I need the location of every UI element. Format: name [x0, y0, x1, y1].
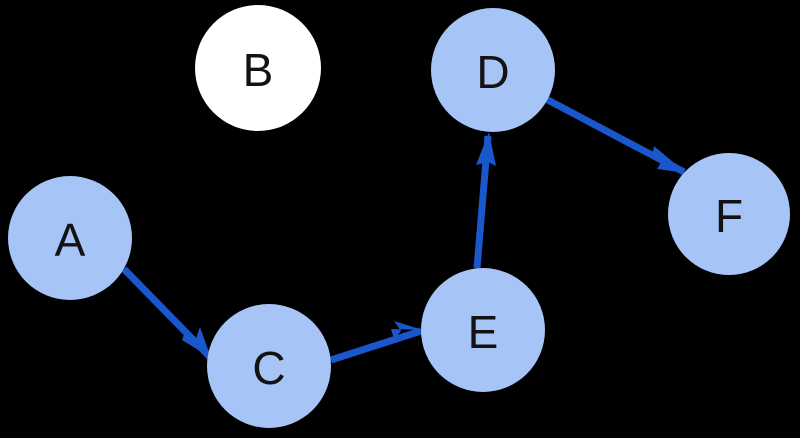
graph-node-e[interactable]: E: [421, 268, 545, 392]
graph-node-d[interactable]: D: [431, 8, 555, 132]
node-d-circle: [431, 8, 555, 132]
edge-d-to-f-line: [544, 95, 686, 176]
node-e-label: E: [468, 306, 499, 358]
edge-d-to-f-arrowhead: [652, 146, 686, 173]
node-a-label: A: [55, 214, 86, 266]
edge-a-to-c[interactable]: [121, 266, 214, 361]
edge-e-to-d-arrowhead: [476, 132, 496, 166]
node-b-label: B: [243, 44, 274, 96]
graph-node-f[interactable]: F: [668, 153, 790, 275]
node-f-label: F: [715, 190, 743, 242]
node-f-circle: [668, 153, 790, 275]
edge-c-to-e-line: [329, 327, 423, 364]
node-a-circle: [8, 176, 132, 300]
node-c-circle: [207, 304, 331, 428]
graph-node-b[interactable]: B: [195, 5, 321, 131]
graph-node-c[interactable]: C: [207, 304, 331, 428]
edge-c-to-e-arrowhead: [391, 321, 423, 339]
graph-node-a[interactable]: A: [8, 176, 132, 300]
node-d-label: D: [476, 46, 509, 98]
node-c-label: C: [252, 342, 285, 394]
edge-a-to-c-arrowhead: [182, 327, 211, 358]
node-layer: A B C D E F: [8, 5, 790, 428]
edge-layer: [121, 95, 686, 364]
node-b-circle: [195, 5, 321, 131]
edge-c-to-e[interactable]: [329, 321, 423, 364]
edge-e-to-d[interactable]: [473, 132, 496, 269]
node-e-circle: [421, 268, 545, 392]
edge-d-to-f[interactable]: [544, 95, 686, 176]
